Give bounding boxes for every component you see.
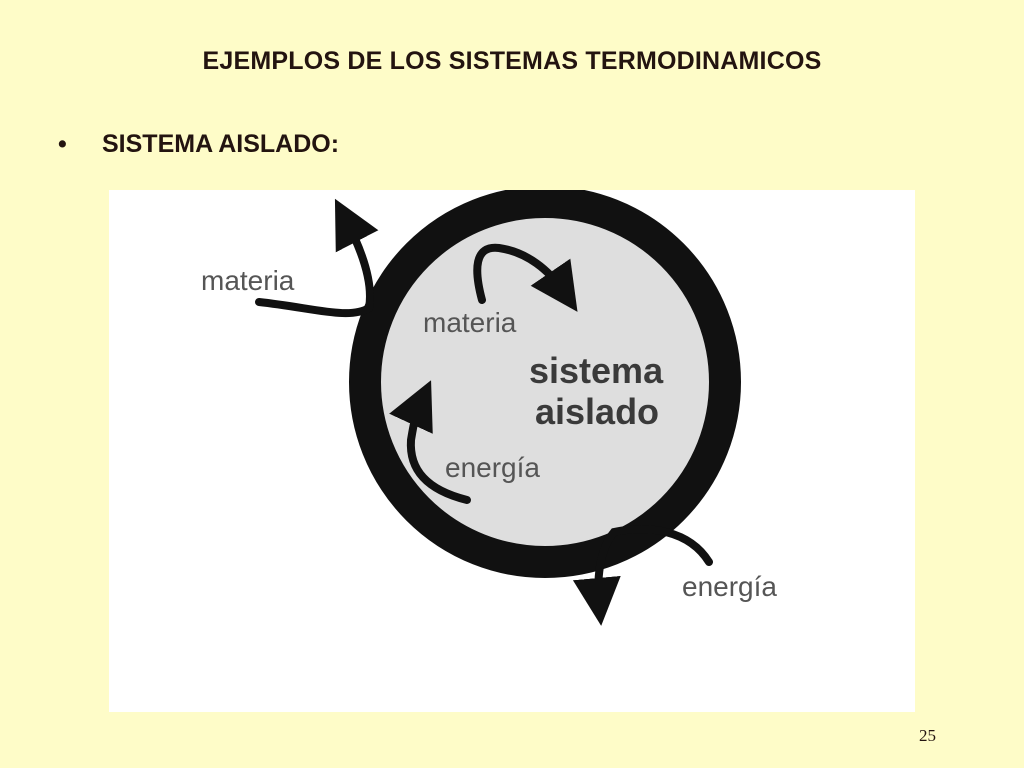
- inside-matter-label: materia: [423, 307, 517, 338]
- page-number: 25: [919, 726, 936, 745]
- bullet-text: SISTEMA AISLADO:: [102, 130, 340, 158]
- diagram-canvas: materia materia sistema aislado energía …: [201, 190, 777, 626]
- bullet-marker: •: [58, 130, 67, 158]
- isolated-system-diagram: materia materia sistema aislado energía …: [109, 190, 915, 712]
- system-boundary: [349, 190, 741, 578]
- system-label-line1: sistema: [529, 350, 664, 391]
- system-label-line2: aislado: [535, 391, 659, 432]
- inside-energy-arrow: [389, 380, 471, 504]
- outside-matter-label: materia: [201, 265, 295, 296]
- outside-matter-arrow: [255, 198, 379, 318]
- slide-title: EJEMPLOS DE LOS SISTEMAS TERMODINAMICOS: [202, 47, 822, 75]
- inside-matter-arrow: [473, 243, 578, 312]
- outside-energy-label: energía: [682, 571, 777, 602]
- bullet-item: • SISTEMA AISLADO:: [58, 130, 339, 159]
- inside-energy-label: energía: [445, 452, 540, 483]
- system-interior: [365, 202, 725, 562]
- outside-energy-arrow: [572, 525, 713, 626]
